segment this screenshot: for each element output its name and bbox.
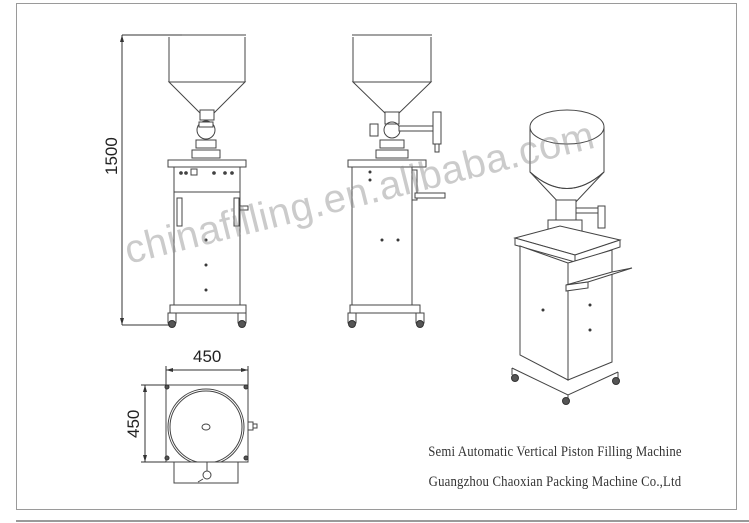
height-label: 1500 xyxy=(102,137,121,175)
side-wheel-icon xyxy=(348,320,356,328)
side-hopper xyxy=(351,34,433,116)
width-dimension: 450 xyxy=(165,347,249,385)
caption-title: Semi Automatic Vertical Piston Filling M… xyxy=(428,444,682,460)
iso-wheel-icon xyxy=(511,374,519,382)
side-nozzle-arm xyxy=(398,125,438,132)
side-nozzle xyxy=(432,111,442,145)
front-base xyxy=(169,304,247,314)
iso-cabinet-side xyxy=(567,249,613,381)
iso-cabinet-front xyxy=(519,245,569,381)
front-view xyxy=(167,34,249,328)
front-wheel-icon xyxy=(168,320,176,328)
isometric-view xyxy=(511,109,633,405)
side-shelf xyxy=(414,192,446,199)
iso-wheel-icon xyxy=(612,377,620,385)
side-cabinet xyxy=(351,166,413,306)
top-view xyxy=(164,384,258,484)
iso-hopper-rim xyxy=(529,109,605,145)
front-valve-body xyxy=(196,120,216,140)
side-view xyxy=(347,34,446,328)
side-wheel-icon xyxy=(416,320,424,328)
depth-dimension: 450 xyxy=(124,384,166,463)
caption-company: Guangzhou Chaoxian Packing Machine Co.,L… xyxy=(428,474,682,490)
front-wheel-icon xyxy=(238,320,246,328)
front-cabinet xyxy=(173,166,241,306)
divider xyxy=(16,520,749,522)
width-label: 450 xyxy=(193,347,221,366)
height-dimension: 1500 xyxy=(102,34,182,326)
front-valve-top xyxy=(199,109,215,121)
front-hopper xyxy=(167,34,247,116)
front-table-top xyxy=(167,159,247,168)
drawing-frame xyxy=(16,3,737,510)
depth-label: 450 xyxy=(124,410,143,438)
iso-wheel-icon xyxy=(562,397,570,405)
